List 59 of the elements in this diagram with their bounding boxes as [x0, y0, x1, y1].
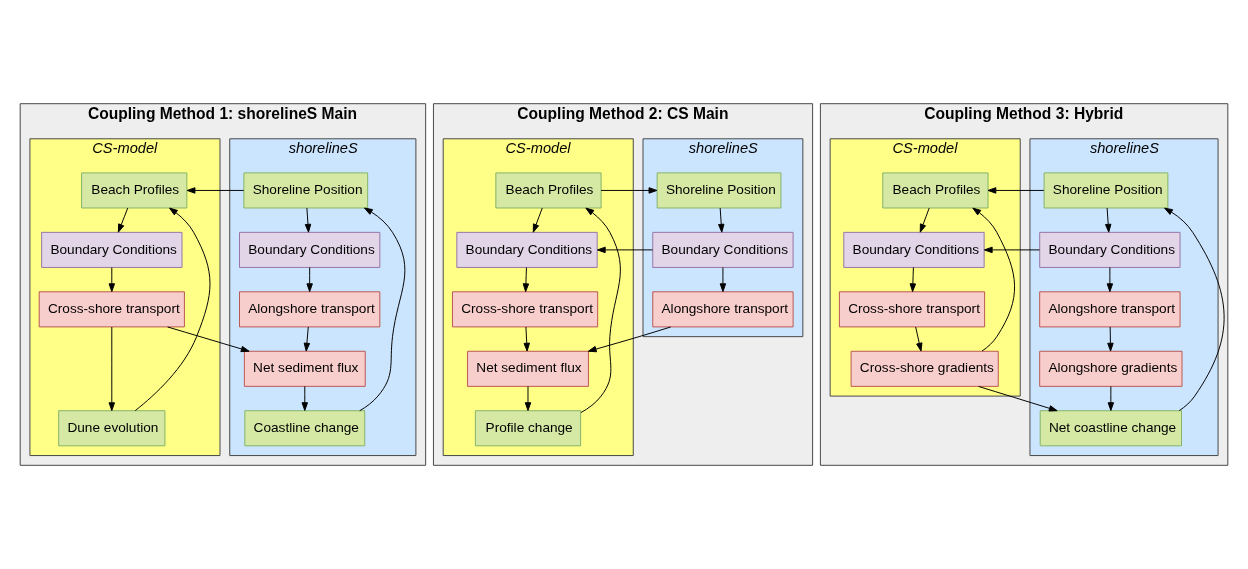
- node-box: Shoreline Position: [656, 172, 782, 209]
- arrow: [587, 326, 672, 353]
- node-box: Beach Profiles: [882, 172, 989, 209]
- arrow: [522, 267, 530, 293]
- node-box: Boundary Conditions: [652, 231, 794, 268]
- node-box: Coastline change: [244, 410, 366, 447]
- node-box: Beach Profiles: [81, 172, 188, 209]
- arrow: [306, 267, 313, 293]
- arrow: [532, 207, 543, 233]
- arrow: [1105, 207, 1112, 233]
- arrow: [167, 326, 250, 353]
- arrow: [580, 207, 621, 414]
- arrow: [186, 187, 245, 194]
- arrow: [117, 207, 129, 233]
- arrow: [596, 246, 654, 254]
- node-box: Cross-shore transport: [38, 291, 185, 328]
- arrow: [1106, 267, 1114, 293]
- node-box: Boundary Conditions: [1039, 231, 1181, 268]
- arrow: [524, 385, 532, 411]
- arrow: [915, 326, 923, 352]
- arrow: [978, 385, 1058, 412]
- node-box: Boundary Conditions: [239, 231, 381, 268]
- arrow: [108, 326, 115, 412]
- node-box: Alongshore gradients: [1039, 350, 1183, 387]
- arrow: [719, 267, 727, 293]
- node-box: Cross-shore gradients: [850, 350, 999, 387]
- node-box: Alongshore transport: [239, 291, 381, 328]
- arrow: [909, 267, 917, 293]
- node-box: Shoreline Position: [243, 172, 369, 209]
- node-box: Alongshore transport: [1039, 291, 1181, 328]
- arrow: [600, 187, 658, 194]
- node-box: Profile change: [474, 410, 582, 447]
- node-box: Beach Profiles: [495, 172, 602, 209]
- arrow: [108, 267, 115, 293]
- arrow: [359, 207, 406, 412]
- node-box: Cross-shore transport: [451, 291, 599, 328]
- arrow: [987, 187, 1045, 194]
- node-box: Net sediment flux: [243, 350, 366, 387]
- arrow: [303, 326, 311, 352]
- node-box: Net sediment flux: [467, 350, 589, 387]
- arrow: [919, 207, 930, 233]
- node-box: Boundary Conditions: [41, 231, 183, 268]
- node-box: Boundary Conditions: [456, 231, 598, 268]
- node-box: Net coastline change: [1039, 410, 1182, 447]
- arrow: [301, 385, 308, 411]
- arrow: [1164, 207, 1225, 412]
- node-box: Boundary Conditions: [843, 231, 985, 268]
- arrow: [523, 326, 530, 352]
- arrow: [134, 207, 211, 412]
- node-box: Shoreline Position: [1043, 172, 1169, 209]
- arrow: [1107, 385, 1115, 411]
- arrow: [983, 246, 1040, 254]
- arrow: [972, 207, 1016, 352]
- arrow: [304, 207, 312, 233]
- arrow: [718, 207, 725, 233]
- node-box: Alongshore transport: [652, 291, 794, 328]
- node-box: Dune evolution: [58, 410, 166, 447]
- node-box: Cross-shore transport: [838, 291, 986, 328]
- arrow: [1107, 326, 1114, 352]
